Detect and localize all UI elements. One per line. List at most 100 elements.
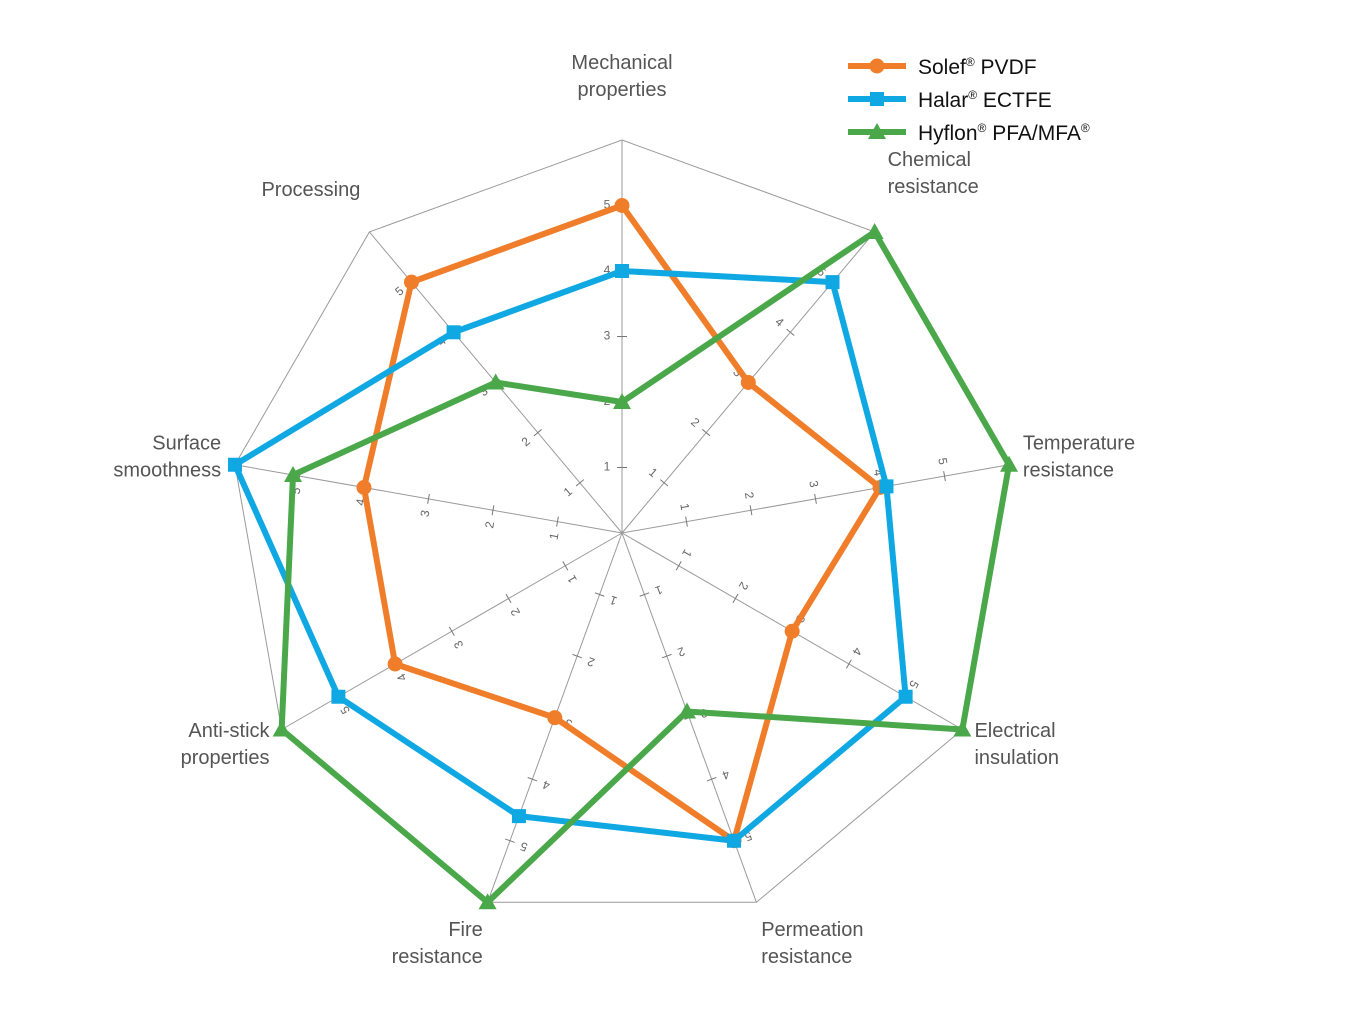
tick-label: 5 (743, 829, 754, 845)
tick-label: 1 (604, 460, 611, 474)
data-point (677, 702, 696, 719)
axis-label: Processing (261, 179, 360, 201)
tick-mark (661, 653, 672, 659)
tick-mark (575, 479, 585, 487)
data-point (478, 893, 497, 910)
legend-label: Solef® PVDF (918, 55, 1037, 79)
tick-label: 4 (604, 263, 611, 277)
tick-mark (732, 593, 739, 604)
tick-mark (685, 516, 688, 527)
legend-item: Hyflon® PFA/MFA® (848, 121, 1090, 145)
legend-label: Hyflon® PFA/MFA® (918, 121, 1090, 145)
tick-label: 2 (736, 580, 752, 593)
series-line (231, 268, 909, 844)
tick-mark (533, 429, 542, 437)
tick-label: 1 (653, 582, 664, 598)
tick-mark (562, 561, 569, 571)
tick-label: 4 (849, 645, 865, 658)
tick-mark (505, 838, 515, 843)
tick-label: 1 (608, 593, 619, 609)
tick-label: 4 (394, 671, 410, 684)
tick-label: 4 (720, 767, 731, 783)
tick-mark (786, 328, 795, 336)
tick-label: 1 (561, 484, 575, 499)
tick-mark (639, 592, 650, 597)
data-point (284, 465, 303, 482)
legend-marker (868, 123, 886, 139)
data-point (740, 374, 756, 390)
tick-label: 1 (547, 531, 562, 540)
series-group (227, 198, 1019, 910)
data-point (614, 198, 630, 213)
tick-label: 4 (772, 315, 786, 330)
tick-label: 5 (906, 678, 922, 691)
tick-mark (572, 653, 583, 659)
tick-mark (706, 777, 717, 782)
tick-mark (749, 505, 753, 516)
tick-label: 5 (935, 457, 950, 466)
data-point (613, 393, 631, 409)
tick-mark (943, 471, 946, 482)
data-point (403, 274, 419, 290)
data-point (486, 373, 505, 390)
data-point (356, 480, 372, 496)
tick-label: 2 (688, 415, 702, 430)
tick-label: 2 (742, 491, 757, 500)
tick-label: 1 (679, 547, 695, 560)
tick-mark (814, 493, 817, 504)
tick-label: 4 (353, 497, 368, 506)
tick-label: 3 (806, 479, 821, 488)
data-point (727, 833, 742, 848)
tick-label: 5 (392, 283, 406, 298)
legend-label: Halar® ECTFE (918, 88, 1052, 112)
data-point (387, 656, 403, 672)
legend-item: Halar® ECTFE (848, 88, 1052, 112)
series-hyflon (272, 222, 1019, 910)
data-point (615, 264, 629, 278)
data-point (227, 457, 242, 472)
series-line (360, 202, 884, 844)
tick-mark (594, 592, 605, 597)
tick-mark (505, 593, 512, 604)
tick-mark (845, 659, 852, 669)
tick-label: 1 (677, 502, 692, 511)
tick-label: 1 (564, 572, 580, 585)
tick-mark (556, 516, 559, 527)
data-point (1000, 455, 1019, 472)
data-point (511, 809, 526, 824)
series-line (278, 228, 1013, 906)
tick-mark (527, 777, 538, 782)
data-point (825, 275, 840, 290)
data-point (953, 720, 972, 737)
tick-label: 4 (871, 468, 886, 477)
series-solef (356, 198, 888, 849)
tick-label: 5 (289, 486, 304, 495)
data-point (446, 325, 461, 340)
tick-label: 2 (675, 644, 686, 660)
tick-mark (675, 561, 682, 571)
tick-label: 3 (604, 329, 611, 343)
tick-label: 1 (646, 465, 660, 480)
tick-label: 5 (604, 198, 611, 212)
tick-label: 4 (540, 777, 551, 793)
legend: Solef® PVDF Halar® ECTFE Hyflon® PFA/MFA® (848, 55, 1090, 145)
axis-ticks: 1234512345123451234512345123451234512345… (289, 198, 951, 855)
tick-mark (702, 429, 711, 437)
data-point (547, 710, 563, 726)
tick-label: 2 (519, 434, 533, 449)
tick-mark (427, 493, 430, 504)
data-point (865, 222, 884, 239)
tick-label: 2 (508, 605, 524, 618)
tick-mark (659, 479, 669, 487)
tick-label: 3 (451, 638, 467, 651)
data-point (879, 479, 894, 494)
tick-label: 5 (518, 839, 529, 855)
